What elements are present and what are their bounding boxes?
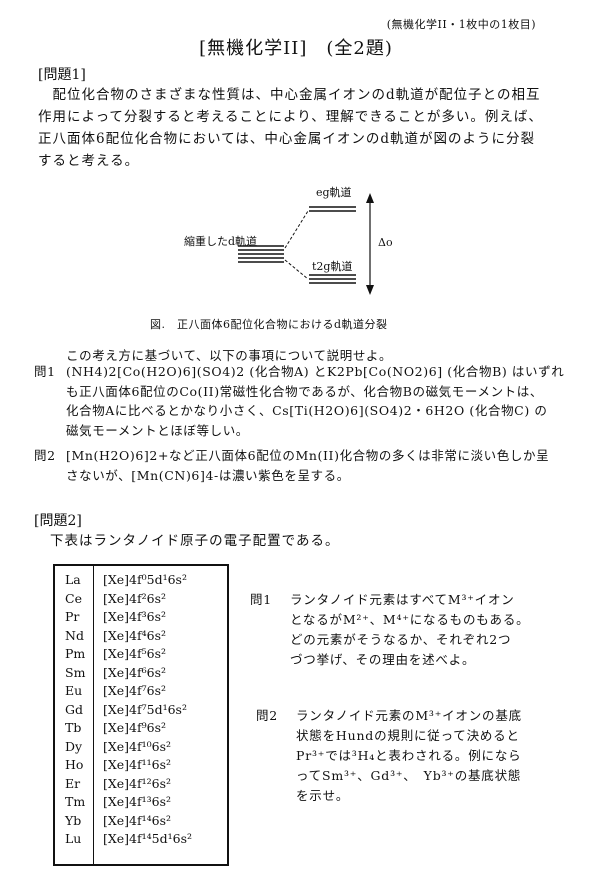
q1-sub2-text: [Mn(H2O)6]2+など正八面体6配位のMn(II)化合物の多くは非常に淡い…: [66, 446, 549, 485]
element-symbol: Nd: [65, 627, 84, 643]
electron-config: [Xe]4f⁹6s²: [103, 720, 167, 735]
q2-intro: 下表はランタノイド原子の電子配置である。: [50, 533, 340, 549]
element-symbol: Eu: [65, 683, 83, 698]
delta-arrow: [366, 193, 374, 295]
table-row: Pr [Xe]4f³6s²: [55, 609, 227, 627]
element-symbol: Ho: [65, 757, 84, 772]
q1-sub1-line: も正八面体6配位のCo(II)常磁性化合物であるが、化合物Bの磁気モーメントは、: [66, 383, 543, 399]
connector-line: [284, 210, 309, 249]
q1-sub2-line: [Mn(H2O)6]2+など正八面体6配位のMn(II)化合物の多くは非常に淡い…: [66, 448, 550, 463]
electron-config: [Xe]4f¹⁴6s²: [103, 812, 172, 828]
q1-intro-line: 配位化合物のさまざまな性質は、中心金属イオンのd軌道が配位子との相互: [38, 87, 541, 103]
eg-label: eg軌道: [316, 186, 352, 199]
electron-config: [Xe]4f¹³6s²: [103, 794, 172, 809]
q2-sub2-line: ってSm³⁺、Gd³⁺、 Yb³⁺の基底状態: [296, 768, 522, 783]
q2-sub2-line: 状態をHundの規則に従って決めると: [296, 728, 520, 743]
degenerate-levels: [238, 245, 284, 263]
q1-sub2-number: 問2: [34, 448, 56, 463]
electron-config: [Xe]4f¹⁴5d¹6s²: [103, 831, 192, 846]
q1-heading: [問題1]: [38, 67, 86, 83]
splitting-diagram-svg: [238, 193, 374, 295]
table-row: Tm [Xe]4f¹³6s²: [55, 794, 227, 812]
table-row: Er [Xe]4f¹²6s²: [55, 776, 227, 794]
electron-config: [Xe]4f¹⁰6s²: [103, 738, 172, 754]
q1-sub2-line: さないが、[Mn(CN)6]4-は濃い紫色を呈する。: [66, 467, 350, 483]
q1-sub1-number: 問1: [34, 364, 56, 379]
table-row: Yb [Xe]4f¹⁴6s²: [55, 813, 227, 831]
q2-sub1-line: どの元素がそうなるか、それぞれ2つ: [290, 632, 512, 647]
q2-sub2-line: ランタノイド元素のM³⁺イオンの基底: [296, 708, 522, 723]
table-row: Gd [Xe]4f⁷5d¹6s²: [55, 702, 227, 720]
element-symbol: Sm: [65, 664, 86, 680]
q2-sub2-number: 問2: [256, 708, 279, 723]
table-row: Dy [Xe]4f¹⁰6s²: [55, 739, 227, 757]
q2-sub1: 問1 ランタノイド元素はすべてM³⁺イオン となるがM²⁺、M⁴⁺になるものもあ…: [250, 590, 550, 680]
q1-sub1-line: (NH4)2[Co(H2O)6](SO4)2 (化合物A) とK2Pb[Co(N…: [66, 364, 565, 379]
element-symbol: Yb: [65, 812, 82, 828]
table-row: Nd [Xe]4f⁴6s²: [55, 628, 227, 646]
table-row: Tb [Xe]4f⁹6s²: [55, 720, 227, 738]
q1-sub1-text: (NH4)2[Co(H2O)6](SO4)2 (化合物A) とK2Pb[Co(N…: [66, 362, 564, 440]
q1-intro: 配位化合物のさまざまな性質は、中心金属イオンのd軌道が配位子との相互 作用によっ…: [38, 84, 543, 172]
d-orbital-splitting-diagram: 縮重したd軌道 eg軌道 t2g軌道 Δo: [166, 178, 406, 303]
element-symbol: Pm: [65, 646, 86, 661]
q1-sub1-line: 化合物Aに比べるとかなり小さく、Cs[Ti(H2O)6](SO4)2・6H2O …: [66, 403, 548, 418]
electron-configuration-table: La [Xe]4f⁰5d¹6s² Ce [Xe]4f²6s² Pr [Xe]4f³6s…: [53, 564, 229, 866]
electron-config: [Xe]4f⁵6s²: [103, 646, 167, 661]
q2-sub2-line: を示せ。: [296, 788, 350, 803]
table-divider: [93, 566, 94, 864]
element-symbol: Gd: [65, 701, 83, 717]
q1-intro-line: 正八面体6配位化合物においては、中心金属イオンのd軌道が図のように分裂: [38, 131, 536, 147]
electron-config: [Xe]4f⁴6s²: [103, 627, 167, 643]
electron-config: [Xe]4f⁶6s²: [103, 664, 167, 680]
element-symbol: Lu: [65, 831, 82, 846]
table-row: Sm [Xe]4f⁶6s²: [55, 665, 227, 683]
delta-label: Δo: [378, 236, 393, 249]
eg-levels: [309, 206, 356, 212]
q2-sub2: 問2 ランタノイド元素のM³⁺イオンの基底 状態をHundの規則に従って決めると…: [256, 706, 556, 816]
degenerate-label: 縮重したd軌道: [184, 235, 258, 248]
table-row: Eu [Xe]4f⁷6s²: [55, 683, 227, 701]
element-symbol: La: [65, 572, 81, 587]
electron-config: [Xe]4f¹²6s²: [103, 775, 172, 791]
table-row: Pm [Xe]4f⁵6s²: [55, 646, 227, 664]
table-row: La [Xe]4f⁰5d¹6s²: [55, 572, 227, 590]
electron-config: [Xe]4f³6s²: [103, 609, 167, 624]
table-row: Lu [Xe]4f¹⁴5d¹6s²: [55, 831, 227, 849]
electron-config: [Xe]4f⁰5d¹6s²: [103, 572, 187, 587]
table-row: Ce [Xe]4f²6s²: [55, 591, 227, 609]
q1-lead: この考え方に基づいて、以下の事項について説明せよ。: [66, 348, 393, 363]
electron-config: [Xe]4f⁷6s²: [103, 683, 167, 698]
electron-config: [Xe]4f¹¹6s²: [103, 757, 172, 772]
q2-heading: [問題2]: [34, 513, 82, 529]
q1-intro-line: すると考える。: [38, 153, 140, 169]
electron-config: [Xe]4f²6s²: [103, 590, 167, 606]
q1-sub1-line: 磁気モーメントとほぼ等しい。: [66, 422, 249, 438]
q1-intro-line: 作用によって分裂すると考えることにより、理解できることが多い。例えば、: [38, 109, 543, 125]
element-symbol: Tb: [65, 720, 82, 735]
element-symbol: Pr: [65, 609, 80, 624]
q2-sub1-line: づつ挙げ、その理由を述べよ。: [290, 652, 476, 667]
q2-sub2-line: Pr³⁺では³H₄と表わされる。例になら: [296, 748, 522, 763]
q2-sub1-line: ランタノイド元素はすべてM³⁺イオン: [290, 592, 515, 607]
table-row: Ho [Xe]4f¹¹6s²: [55, 757, 227, 775]
element-symbol: Tm: [65, 794, 86, 809]
figure-caption: 図. 正八面体6配位化合物におけるd軌道分裂: [150, 318, 388, 331]
q2-sub1-line: となるがM²⁺、M⁴⁺になるものもある。: [290, 612, 530, 627]
q2-sub2-text: ランタノイド元素のM³⁺イオンの基底 状態をHundの規則に従って決めると Pr…: [296, 706, 522, 806]
q2-sub1-number: 問1: [250, 592, 273, 607]
t2g-levels: [309, 274, 356, 284]
element-symbol: Er: [65, 775, 81, 791]
electron-config: [Xe]4f⁷5d¹6s²: [103, 701, 187, 717]
connector-line: [284, 259, 309, 280]
element-symbol: Dy: [65, 738, 83, 754]
q2-sub1-text: ランタノイド元素はすべてM³⁺イオン となるがM²⁺、M⁴⁺になるものもある。 …: [290, 590, 529, 670]
page-title: [無機化学II] (全2題): [199, 38, 393, 59]
element-symbol: Ce: [65, 590, 82, 606]
t2g-label: t2g軌道: [312, 260, 353, 273]
page-note: (無機化学II・1枚中の1枚目): [386, 18, 536, 31]
